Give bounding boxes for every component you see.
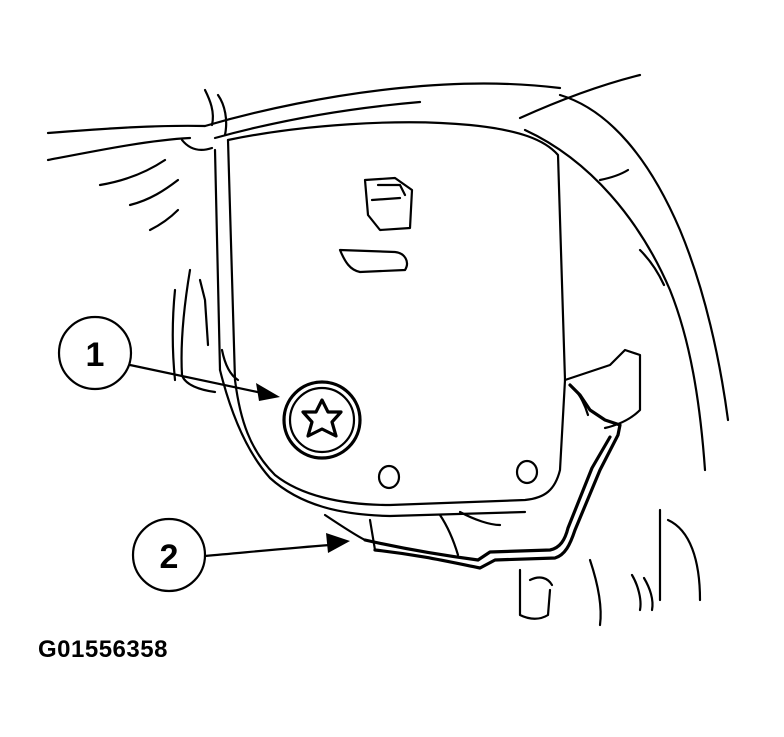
- callout-2: 2: [131, 517, 207, 593]
- callout-number: 1: [86, 336, 105, 374]
- actuator-housing: [171, 121, 642, 518]
- figure-identifier: G01556358: [38, 636, 168, 663]
- callout-number: 2: [160, 538, 179, 576]
- callout-circle: [57, 315, 133, 391]
- leader-line-1: [128, 363, 264, 395]
- torx-screw: [282, 380, 362, 460]
- leader-lines: [128, 363, 350, 558]
- side-pillar: [518, 73, 730, 627]
- leader-line-2: [203, 543, 332, 558]
- arrowhead-2: [326, 533, 350, 553]
- arrowhead-1: [256, 383, 280, 401]
- callout-1: 1: [57, 315, 133, 391]
- body-panel-lines: [46, 82, 562, 232]
- mounting-bracket: [323, 383, 622, 570]
- callout-circle: [131, 517, 207, 593]
